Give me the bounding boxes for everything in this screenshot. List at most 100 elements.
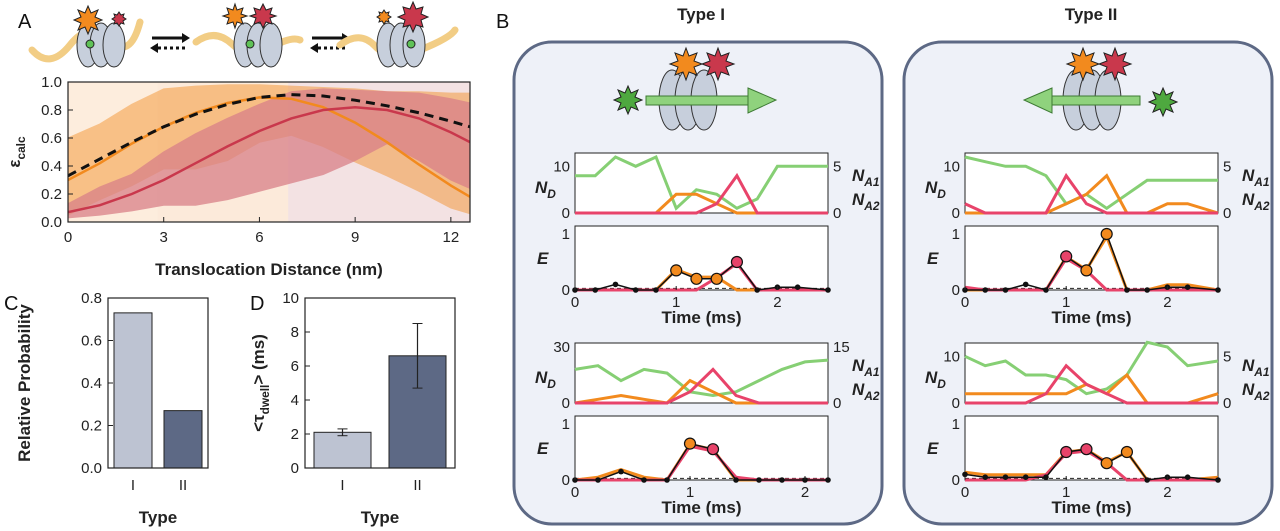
x-axis-label: Type	[139, 508, 177, 527]
nd-label-main: N	[535, 368, 548, 387]
y-axis-label-sub: dwell	[258, 385, 272, 415]
na2-label-sub: A2	[1253, 199, 1270, 213]
panel-label-d: D	[250, 293, 264, 315]
acceptor-2-trace	[575, 367, 828, 405]
na1-label-main: N	[1242, 356, 1255, 375]
time-axis-label: Time (ms)	[1052, 498, 1132, 517]
na1-label-sub: A1	[863, 365, 879, 379]
nd-label: ND	[535, 178, 556, 201]
y-tick-label: 1.0	[41, 74, 62, 91]
e-tick-label: 0	[562, 472, 570, 489]
na1-label: NA1	[1242, 166, 1269, 189]
fret-point	[982, 287, 989, 293]
y-axis-label: <τdwell> (ms)	[249, 334, 272, 432]
fret-point	[756, 477, 762, 483]
na2-label-main: N	[1242, 190, 1255, 209]
nd-tick-label: 10	[943, 348, 960, 365]
na1-label-sub: A1	[863, 175, 879, 189]
nd-tick-label: 0	[562, 205, 570, 222]
fret-point	[612, 281, 619, 288]
y-tick-label: 0.0	[81, 460, 102, 477]
y-tick-label: 8	[291, 324, 299, 341]
fret-point	[1002, 287, 1009, 293]
na2-label-sub: A2	[1253, 389, 1270, 403]
bar-type-1	[113, 312, 153, 469]
fret-point	[1022, 281, 1029, 288]
fret-point	[962, 471, 968, 478]
fret-point	[618, 468, 624, 475]
x-tick-label: 0	[571, 294, 579, 311]
fret-point	[1184, 474, 1191, 481]
x-tick-label: 12	[443, 229, 460, 246]
nd-label-sub: D	[937, 377, 946, 391]
y-tick-label: 4	[291, 392, 299, 409]
fret-point-highlight	[1100, 227, 1113, 241]
e-tick-label: 1	[562, 416, 570, 433]
na-tick-label: 5	[833, 158, 841, 175]
y-axis-label: εcalc	[5, 136, 28, 168]
fret-point-highlight	[1060, 250, 1073, 263]
x-tick-label: 2	[1163, 484, 1171, 501]
y-tick-label: 0.0	[41, 214, 62, 231]
fret-point	[1144, 477, 1150, 483]
na1-label-main: N	[1242, 166, 1255, 185]
e-tick-label: 1	[562, 226, 570, 243]
acceptor-2-trace	[964, 172, 1218, 215]
fret-point-highlight	[1080, 264, 1093, 277]
time-axis-label: Time (ms)	[662, 308, 742, 327]
donor-trace	[574, 358, 829, 398]
nd-tick-label: 0	[952, 205, 960, 222]
e-tick-label: 0	[562, 282, 570, 299]
na1-label: NA1	[1242, 356, 1269, 379]
nd-tick-label: 0	[952, 395, 960, 412]
nd-tick-label: 10	[553, 158, 570, 175]
nd-label-main: N	[925, 178, 938, 197]
category-label: II	[413, 477, 421, 494]
x-tick-label: 3	[160, 229, 168, 246]
nd-label-sub: D	[937, 187, 946, 201]
e-tick-label: 1	[952, 416, 960, 433]
y-tick-label: 0.2	[81, 418, 102, 435]
fret-point	[1215, 287, 1221, 293]
fret-point	[1002, 474, 1009, 481]
x-tick-label: 0	[961, 484, 969, 501]
x-tick-label: 0	[64, 229, 72, 246]
fret-point-highlight	[730, 255, 744, 269]
x-tick-label: 2	[801, 484, 809, 501]
x-tick-label: 1	[1062, 294, 1070, 311]
nd-label-sub: D	[547, 187, 556, 201]
fret-point	[1022, 474, 1029, 481]
na2-label-main: N	[852, 190, 865, 209]
y-axis-label-sym: τ	[249, 414, 268, 422]
column-title: Type I	[677, 5, 725, 24]
y-tick-label: 0.8	[81, 290, 102, 307]
na1-label-sub: A1	[1253, 175, 1269, 189]
fret-point-highlight	[710, 272, 723, 285]
fret-point	[653, 287, 659, 293]
fret-point	[641, 477, 647, 483]
fret-point	[754, 287, 760, 293]
x-tick-label: 9	[351, 229, 359, 246]
na-tick-label: 15	[833, 339, 850, 356]
panel-a-schematic	[28, 0, 459, 68]
na-tick-label: 0	[833, 205, 841, 222]
red-line	[68, 105, 470, 214]
nd-tick-label: 0	[562, 395, 570, 412]
fret-point	[1215, 477, 1221, 483]
x-axis-label: Translocation Distance (nm)	[155, 260, 383, 279]
y-axis-label-sub: calc	[14, 136, 28, 160]
panel-label-c: C	[4, 293, 18, 315]
donor-trace	[964, 340, 1219, 396]
nd-label-sub: D	[547, 377, 556, 391]
fret-point	[595, 477, 601, 483]
y-tick-label: 0.8	[41, 102, 62, 119]
donor-trace	[575, 154, 828, 211]
y-tick-label: 0.4	[81, 375, 102, 392]
arrow-state-1-2	[150, 33, 190, 53]
nd-label-main: N	[535, 178, 548, 197]
chart-a-plot	[68, 82, 470, 222]
type-2-schematic	[1022, 46, 1179, 131]
